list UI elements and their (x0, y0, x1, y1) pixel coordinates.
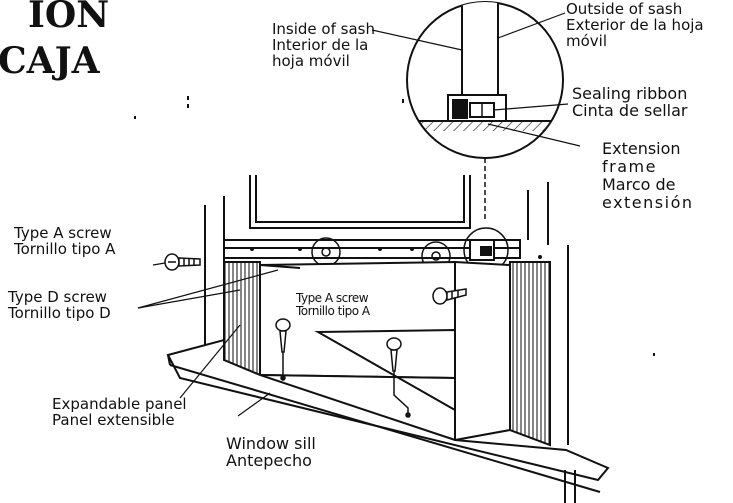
window-sill (166, 338, 610, 503)
label-sealing-ribbon: Sealing ribbon Cinta de sellar (572, 84, 688, 120)
title-line-2: CAJA (0, 40, 100, 82)
title-line-1: ION (28, 0, 110, 36)
rail-holes (250, 247, 542, 259)
label-outside-sash: Outside of sash Exterior de la hoja móvi… (566, 0, 704, 50)
label-type-a-screw-left: Type A screw Tornillo tipo A (14, 224, 116, 258)
detail-leaders (371, 12, 581, 147)
label-expandable-panel: Expandable panel Panel extensible (52, 395, 187, 429)
center-panel (259, 260, 511, 442)
label-window-sill: Window sill Antepecho (226, 434, 316, 470)
label-inside-sash: Inside of sash Interior de la hoja móvil (272, 20, 375, 70)
left-expandable-panel (223, 261, 261, 377)
screws (164, 253, 467, 418)
stray-marks (134, 96, 655, 356)
detail-magnifier (406, 1, 564, 222)
part-leaders (137, 262, 279, 417)
label-extension-frame: Extension frame Marco de extensión (602, 139, 694, 212)
right-expandable-panel (509, 261, 551, 447)
label-type-d-screw: Type D screw Tornillo tipo D (8, 288, 111, 322)
label-type-a-screw-center: Type A screw Tornillo tipo A (296, 291, 370, 318)
